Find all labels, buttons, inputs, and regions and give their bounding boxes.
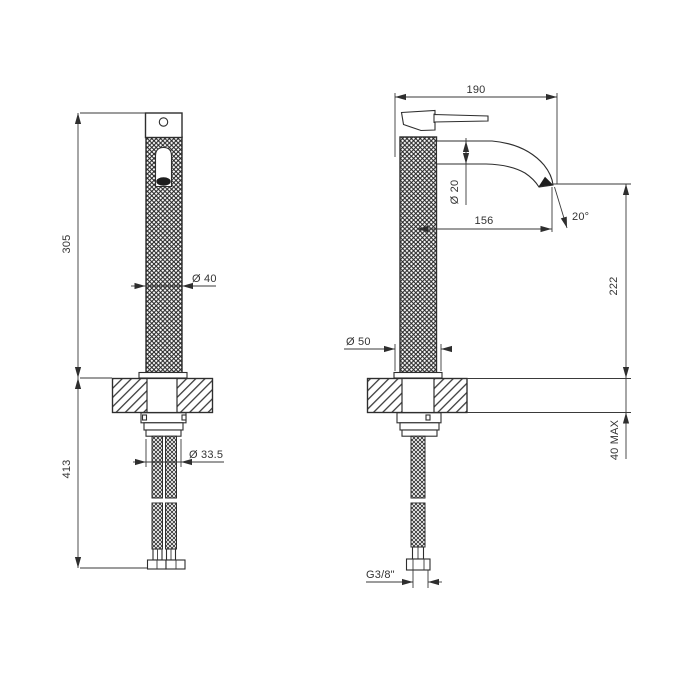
base-flange [138, 371, 188, 379]
dim-190: 190 [394, 84, 558, 184]
dim-label-hose-thread: G3/8" [366, 569, 395, 581]
mounting-deck-section-side [366, 377, 631, 414]
dim-222: 222 [553, 183, 631, 378]
dim-305: 305 [61, 112, 145, 379]
fixing-screw-side [425, 414, 431, 421]
dim-label-body-diameter: Ø 40 [192, 273, 217, 285]
dim-body-diameter: Ø 40 [131, 273, 217, 290]
base-flange-side [393, 371, 443, 379]
locknut-stack [140, 412, 187, 437]
spout-outlet [538, 176, 553, 187]
supply-hose-left [151, 435, 163, 499]
dim-label-base-diameter: Ø 50 [346, 336, 371, 348]
dim-label-angle: 20° [572, 211, 589, 223]
fixing-screw-left [141, 414, 148, 421]
handle-cap [400, 109, 436, 132]
right-view: 190 Ø 20 156 20° 222 40 MAX [344, 84, 631, 588]
dim-shank-diameter: Ø 33.5 [133, 439, 224, 467]
dim-spout-diameter: Ø 20 [449, 138, 470, 205]
dim-label-413: 413 [61, 460, 73, 479]
lever-handle [433, 113, 489, 123]
dim-label-spout-diameter: Ø 20 [449, 180, 461, 205]
dim-deck-max: 40 MAX [609, 378, 630, 460]
supply-hose-side [405, 435, 431, 571]
cap-screw-hole [158, 117, 169, 127]
supply-hose-right [165, 435, 177, 499]
dim-156: 156 [417, 215, 552, 233]
locknut-stack-side [396, 412, 442, 437]
mounting-deck-section [111, 377, 214, 414]
dim-label-190: 190 [467, 84, 486, 96]
dim-label-shank-diameter: Ø 33.5 [189, 449, 223, 461]
dim-label-222: 222 [608, 277, 620, 296]
spout-outlet-slot [154, 146, 173, 188]
spout-angle-indicator: 20° [551, 186, 589, 232]
dim-hose-thread: G3/8" [366, 569, 442, 588]
hose-hex-nut-right [165, 559, 186, 570]
dim-label-305: 305 [61, 235, 73, 254]
left-view: 305 413 Ø 40 Ø 33.5 [61, 112, 224, 570]
dim-base-diameter: Ø 50 [344, 336, 452, 371]
knurled-body-side [399, 136, 438, 374]
fixing-screw-right [181, 414, 187, 421]
hose-hex-nut-side [405, 558, 431, 571]
aerator-opening [156, 177, 171, 186]
supply-hoses [146, 435, 186, 570]
dim-label-deck-max: 40 MAX [609, 419, 621, 460]
dim-413: 413 [61, 378, 147, 569]
dim-label-156: 156 [475, 215, 494, 227]
